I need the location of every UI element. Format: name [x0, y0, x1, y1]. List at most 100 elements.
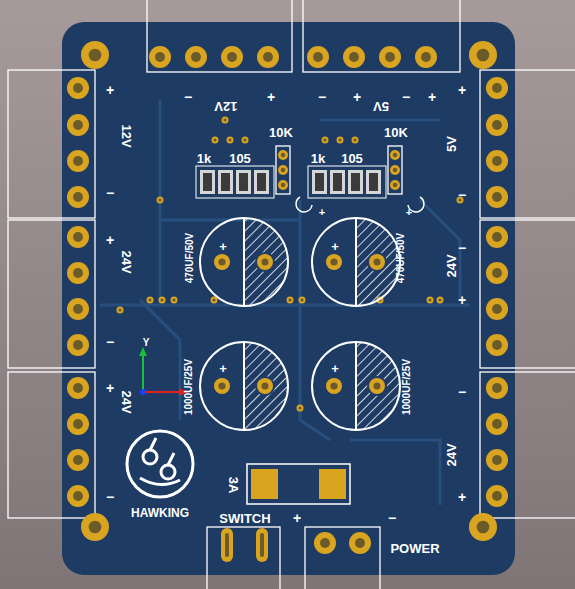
hawking-logo — [127, 431, 193, 497]
smd-top — [351, 173, 360, 191]
pad — [427, 297, 434, 304]
copper-traces — [100, 100, 470, 505]
silkscreen-label: − — [458, 385, 466, 399]
pad — [67, 485, 89, 507]
pad — [379, 46, 401, 68]
silkscreen-label: + — [219, 240, 227, 253]
pad — [337, 137, 344, 144]
silkscreen-label: + — [267, 90, 275, 104]
silkscreen-label: − — [184, 90, 192, 104]
pad — [67, 77, 89, 99]
pad — [221, 46, 243, 68]
silkscreen-label: + — [458, 490, 466, 504]
pad — [314, 532, 336, 554]
pad — [278, 150, 288, 160]
pad — [67, 449, 89, 471]
pad — [390, 165, 400, 175]
smd-body — [200, 170, 215, 194]
pad — [278, 180, 288, 190]
pad — [81, 513, 109, 541]
pad — [214, 378, 230, 394]
silkscreen-label: 105 — [229, 152, 251, 165]
silkscreen-label: 10K — [269, 126, 293, 139]
pad — [322, 137, 329, 144]
pad — [486, 77, 508, 99]
pad — [469, 41, 497, 69]
smd-body — [236, 170, 251, 194]
pad — [67, 298, 89, 320]
silkscreen-label: + — [106, 233, 114, 247]
pad — [257, 378, 273, 394]
silkscreen-label: + — [428, 90, 436, 104]
pad — [67, 377, 89, 399]
pad-clear — [367, 376, 387, 396]
trimmer-potentiometers — [276, 146, 402, 194]
pad — [486, 150, 508, 172]
silkscreen-label: 1000UF/25V — [402, 359, 412, 415]
silkscreen-label: 24V — [120, 250, 133, 273]
pad-hole — [374, 383, 381, 390]
origin-axes — [139, 347, 188, 396]
silkscreen-label: − — [458, 188, 466, 202]
pad — [149, 46, 171, 68]
pad — [352, 137, 359, 144]
silkscreen-label: 5V — [445, 136, 458, 152]
pad — [257, 378, 273, 394]
capacitor-hatch — [244, 218, 288, 306]
pad — [67, 150, 89, 172]
pad — [287, 297, 294, 304]
pad — [326, 378, 342, 394]
smd-body — [218, 170, 233, 194]
silkscreen-label: 3A — [227, 477, 240, 494]
pad — [147, 297, 154, 304]
silkscreen-label: + — [331, 362, 339, 375]
pad — [299, 297, 306, 304]
silkscreen-label: − — [106, 490, 114, 504]
silkscreen-label: + — [458, 83, 466, 97]
smd-outline — [308, 166, 386, 198]
pad — [486, 186, 508, 208]
pad — [486, 334, 508, 356]
silkscreen-label: + — [293, 511, 301, 525]
silkscreen-label: + — [219, 362, 227, 375]
pad-hole — [262, 383, 269, 390]
pad — [469, 513, 497, 541]
silkscreen-label: − — [388, 511, 396, 525]
silkscreen-label: 24V — [120, 390, 133, 413]
pad — [67, 186, 89, 208]
pad — [486, 226, 508, 248]
pad — [486, 298, 508, 320]
silkscreen-label: 24V — [445, 254, 458, 277]
capacitor-divider — [243, 218, 245, 306]
capacitor-outline — [200, 218, 288, 306]
smd-body — [312, 170, 327, 194]
silkscreen-label: + — [331, 240, 339, 253]
pad — [222, 117, 229, 124]
silkscreen-label: SWITCH — [219, 512, 270, 525]
capacitor-hatch — [356, 218, 400, 306]
connector-outlines — [8, 0, 575, 589]
silkscreen-label: 10K — [384, 126, 408, 139]
capacitor-hatch — [244, 342, 288, 430]
pad — [67, 262, 89, 284]
smd-body — [348, 170, 363, 194]
pad — [157, 197, 164, 204]
smd-body — [254, 170, 269, 194]
pad — [185, 46, 207, 68]
pad — [343, 46, 365, 68]
pad — [437, 297, 444, 304]
pad — [486, 485, 508, 507]
smd-resistors — [196, 166, 386, 198]
pad-clear — [255, 252, 275, 272]
pad — [257, 46, 279, 68]
pad — [390, 150, 400, 160]
silkscreen-label: + — [106, 381, 114, 395]
pad — [257, 254, 273, 270]
pad-clear — [255, 376, 275, 396]
silkscreen-label: 1k — [311, 152, 325, 165]
silkscreen-label: POWER — [390, 542, 439, 555]
pad — [349, 532, 371, 554]
switch-pad — [221, 528, 233, 562]
silkscreen-label: + — [353, 90, 361, 104]
